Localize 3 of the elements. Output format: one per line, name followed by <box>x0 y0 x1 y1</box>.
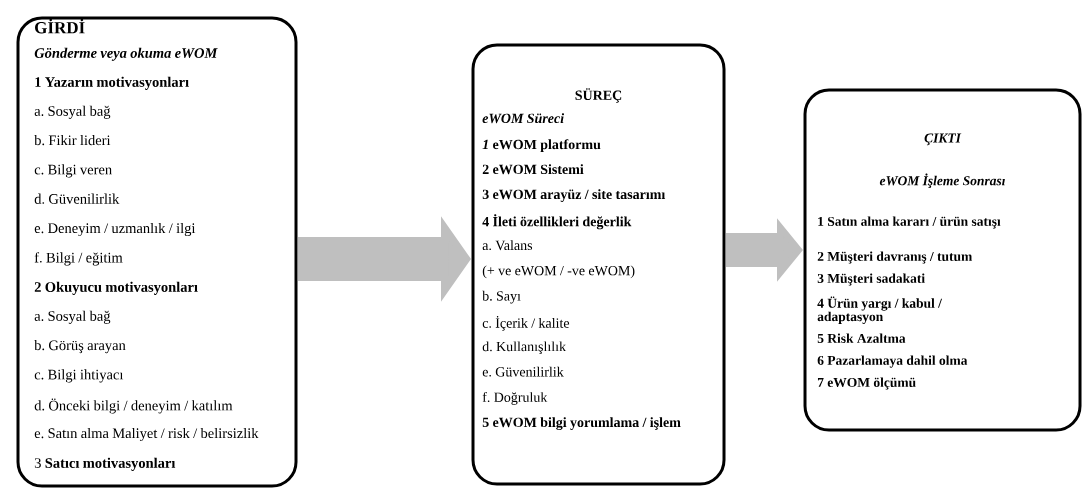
input-box: GİRDİ Gönderme veya okuma eWOM 1 Yazarın motivasyonları a. Sosyal bağ b. Fikir lideri c. Bilgi veren d. Güvenilirlik e. Deneyim / uzmanlık / ilgi f. Bilgi / eğitim 2 Okuyucu motivasyonları a. Sosyal bağ b. Görüş arayan c. Bilgi ihtiyacı d. Önceki bilgi / deneyim / katılım e. Satın alma Maliyet / risk / belirsizlik 3 Satıcı motivasyonları <box>16 16 298 488</box>
process-box: SÜREÇ eWOM Süreci 1 eWOM platformu 2 eWOM Sistemi 3 eWOM arayüz / site tasarımı 4 İleti özellikleri değerlik a. Valans (+ ve eWOM / -ve eWOM) b. Sayı c. İçerik / kalite d. Kullanışlılık e. Güvenilirlik f. Doğruluk 5 eWOM bilgi yorumlama / işlem <box>471 43 726 486</box>
output-box: ÇIKTI eWOM İşleme Sonrası 1 Satın alma kararı / ürün satışı 2 Müşteri davranış / tutum 3 Müşteri sadakati 4 Ürün yargı / kabul / adaptasyon 5 Risk Azaltma 6 Pazarlamaya dahil olma 7 eWOM ölçümü <box>803 88 1082 432</box>
